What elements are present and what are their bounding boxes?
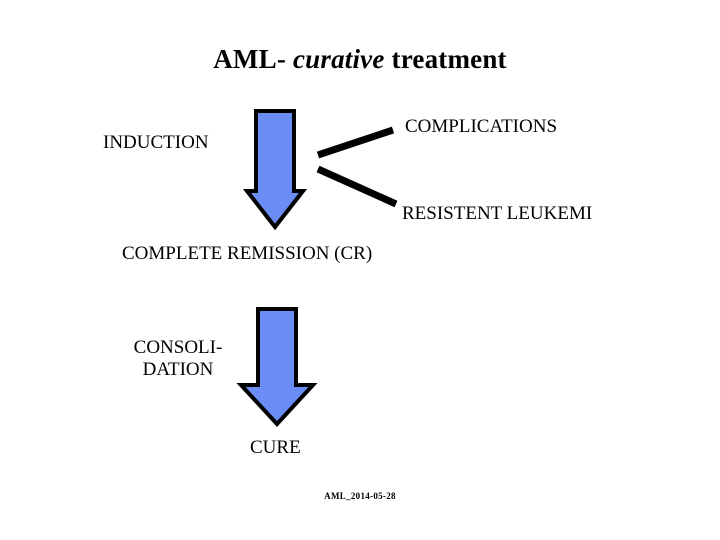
page-title: AML- curative treatment	[0, 44, 720, 75]
title-emphasis: curative	[292, 44, 385, 74]
label-consolidation: CONSOLI- DATION	[118, 337, 238, 382]
resistent-leukemi-connector-line	[316, 165, 398, 208]
label-consolidation-line2: DATION	[142, 359, 214, 381]
footer-stamp: AML_2014-05-28	[324, 491, 396, 501]
label-resistent-leukemi: RESISTENT LEUKEMI	[402, 203, 593, 224]
label-complications: COMPLICATIONS	[405, 116, 558, 137]
label-cure: CURE	[250, 437, 301, 458]
title-suffix: treatment	[384, 44, 507, 74]
title-prefix: AML-	[213, 44, 293, 74]
complications-connector-line	[316, 126, 395, 159]
consolidation-down-arrow	[236, 307, 318, 427]
label-induction: INDUCTION	[103, 132, 209, 153]
label-complete-remission: COMPLETE REMISSION (CR)	[122, 243, 373, 264]
label-consolidation-line1: CONSOLI-	[133, 337, 223, 358]
induction-down-arrow	[242, 109, 308, 231]
